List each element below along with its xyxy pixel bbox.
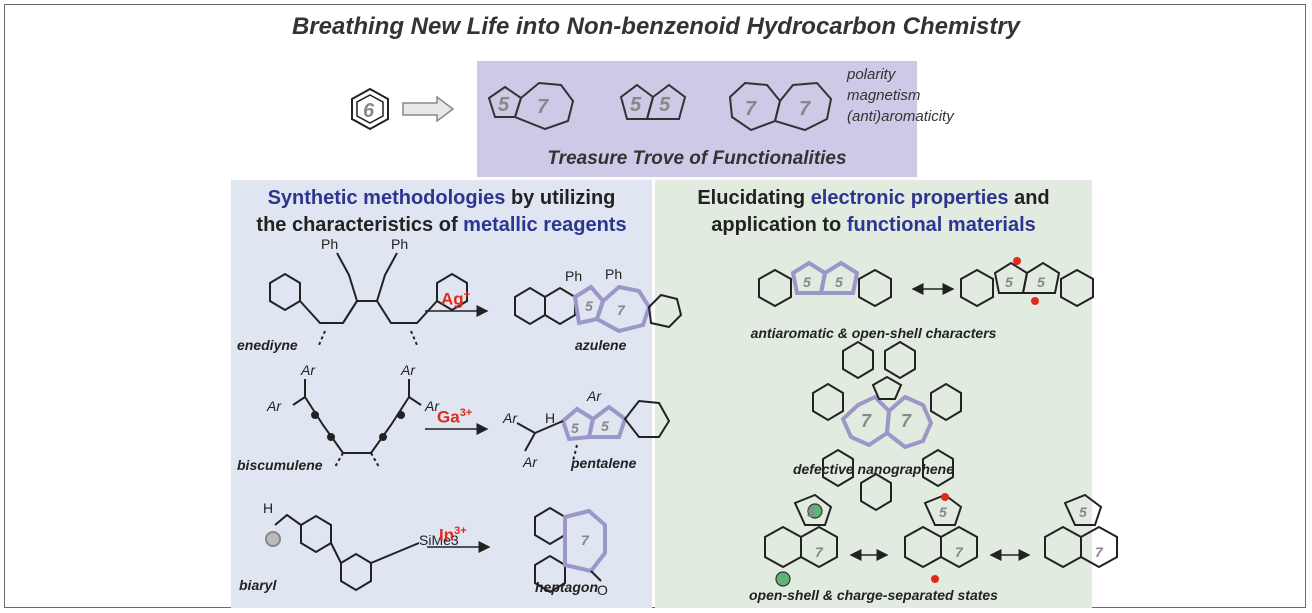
left-heading: Synthetic methodologies by utilizing the… <box>231 185 652 239</box>
heptagon-product <box>534 506 607 594</box>
right-ring-label-1: 5 <box>803 274 811 290</box>
defective-nanographene <box>812 340 962 512</box>
figure-title: Breathing New Life into Non-benzenoid Hy… <box>291 13 1021 40</box>
label-biscumulene: biscumulene <box>237 457 323 473</box>
top-pentalene <box>619 83 655 120</box>
right-ring-label-10: 7 <box>955 544 964 560</box>
enediyne-structure <box>269 252 468 346</box>
structures-drawing: 6 5 7 5 5 7 7 5 7 5 5 7 5 5 5 5 7 7 5 7 … <box>263 81 1118 598</box>
right-heading-text-1b: and <box>1008 187 1050 209</box>
biscumulene-structure <box>292 379 422 468</box>
caption-antiaromatic: antiaromatic & open-shell characters <box>750 325 997 341</box>
azulene-ring-label-5: 5 <box>585 298 593 314</box>
transform-arrow <box>402 95 455 123</box>
open-shell-structure <box>904 493 978 583</box>
top-ring-label-4: 5 <box>659 94 671 116</box>
enediyne-ph-1: Ph <box>321 236 338 252</box>
left-heading-text-1: by utilizing <box>505 187 616 209</box>
right-ring-label-4: 5 <box>1037 274 1045 290</box>
right-heading-highlight-1: electronic properties <box>810 187 1009 209</box>
top-panel-caption: Treasure Trove of Functionalities <box>547 148 847 169</box>
biscumulene-ar-4: Ar <box>424 398 440 414</box>
top-panel <box>477 61 917 177</box>
benzene-ring-label: 6 <box>363 100 375 122</box>
right-ring-label-9: 5 <box>939 504 947 520</box>
pentalene-ar-1: Ar <box>586 388 602 404</box>
top-ring-label-3: 5 <box>630 94 642 116</box>
caption-nanographene: defective nanographene <box>792 461 955 477</box>
right-heading-highlight-2: functional materials <box>846 214 1036 236</box>
pentalene-ar-2: Ar <box>502 410 518 426</box>
label-heptagon: heptagon <box>535 579 598 595</box>
right-panel <box>655 180 1092 608</box>
right-heading: Elucidating electronic properties and ap… <box>655 185 1092 239</box>
pentalene-product <box>516 399 671 462</box>
reagent-ga: Ga3+ <box>437 407 473 427</box>
right-heading-text-2: application to <box>711 214 847 236</box>
figure-frame: Breathing New Life into Non-benzenoid Hy… <box>4 4 1306 608</box>
biaryl-h: H <box>263 500 273 516</box>
label-pentalene: pentalene <box>571 455 637 471</box>
left-heading-highlight-1: Synthetic methodologies <box>267 187 506 209</box>
label-biaryl: biaryl <box>239 577 277 593</box>
pentalene-ring-label-1: 5 <box>571 420 579 436</box>
top-azulene <box>487 85 523 118</box>
charge-separated-structure <box>764 493 838 587</box>
biscumulene-ar-1: Ar <box>300 362 316 378</box>
pentalene-ring-label-2: 5 <box>601 418 609 434</box>
top-ring-label-2: 7 <box>537 96 549 118</box>
caption-open-shell: open-shell & charge-separated states <box>749 587 998 603</box>
biaryl-structure <box>265 513 420 592</box>
top-heptalene <box>728 81 782 132</box>
right-ring-label-7: 5 <box>807 504 815 520</box>
heptagon-ring-label: 7 <box>581 532 590 548</box>
top-ring-label-6: 7 <box>799 98 811 120</box>
left-heading-text-2: the characteristics of <box>256 214 464 236</box>
property-magnetism: magnetism <box>847 87 921 104</box>
reagent-ag: Ag+ <box>441 289 471 309</box>
right-heading-text-1: Elucidating <box>697 187 811 209</box>
right-ring-label-5: 7 <box>861 411 872 431</box>
pentalene-ar-3: Ar <box>522 454 538 470</box>
azulene-ring-label-7: 7 <box>617 302 626 318</box>
label-enediyne: enediyne <box>237 337 298 353</box>
property-antiaromaticity: (anti)aromaticity <box>847 108 954 125</box>
right-ring-label-11: 5 <box>1079 504 1087 520</box>
indenofluorene-left-benzo <box>758 268 892 308</box>
azulene-ph-2: Ph <box>605 266 622 282</box>
left-heading-highlight-2: metallic reagents <box>463 214 627 236</box>
indenofluorene-right <box>960 261 1094 308</box>
right-ring-label-2: 5 <box>835 274 843 290</box>
label-azulene: azulene <box>575 337 627 353</box>
heptagon-o: O <box>597 582 608 598</box>
right-ring-label-12: 7 <box>1095 544 1104 560</box>
biaryl-simes: SiMe3 <box>419 532 459 548</box>
azulene-product <box>514 284 683 334</box>
right-ring-label-8: 7 <box>815 544 824 560</box>
top-ring-label-5: 7 <box>745 98 757 120</box>
closed-shell-structure <box>1044 493 1118 569</box>
property-polarity: polarity <box>847 66 896 83</box>
biscumulene-ar-2: Ar <box>266 398 282 414</box>
top-ring-label-1: 5 <box>498 94 510 116</box>
pentalene-h: H <box>545 410 555 426</box>
reagent-in: In3+ <box>439 525 467 545</box>
indenofluorene-left <box>790 260 860 295</box>
right-ring-label-6: 7 <box>901 411 912 431</box>
right-ring-label-3: 5 <box>1005 274 1013 290</box>
benzene-ring <box>351 87 389 131</box>
azulene-ph-1: Ph <box>565 268 582 284</box>
enediyne-ph-2: Ph <box>391 236 408 252</box>
biscumulene-ar-3: Ar <box>400 362 416 378</box>
